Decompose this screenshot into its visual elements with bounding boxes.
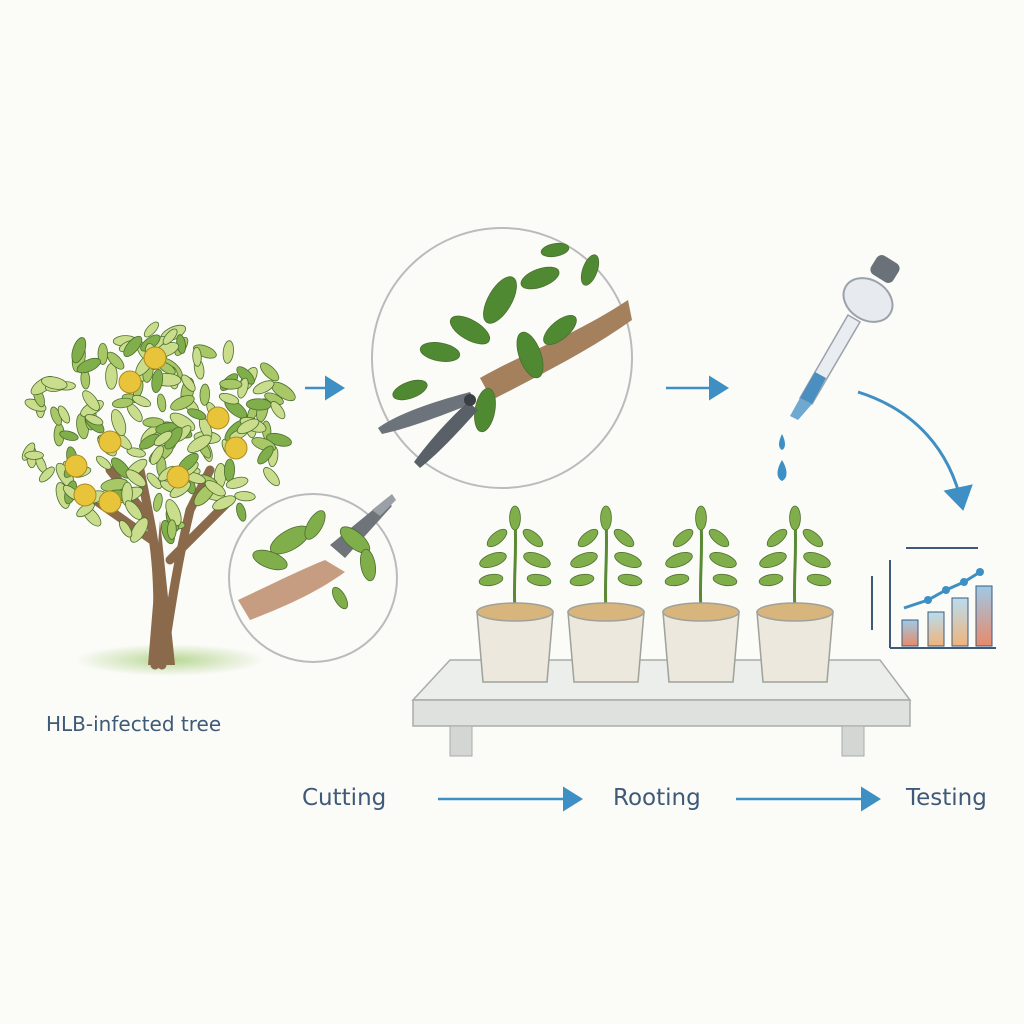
seedling-pot [756, 505, 834, 683]
step-label-testing: Testing [906, 785, 987, 811]
pruning-shears-icon [378, 392, 478, 468]
infected-tree-icon [21, 321, 296, 676]
step-label-rooting: Rooting [613, 785, 701, 811]
cutting-closeup-large [371, 227, 633, 489]
seedling-pot [662, 505, 740, 683]
knife-icon [330, 494, 396, 558]
dropper-icon [777, 255, 900, 481]
step-label-cutting: Cutting [302, 785, 387, 811]
seedling-pot [567, 505, 645, 683]
bar-chart-icon [871, 547, 996, 649]
curved-arrow-icon [857, 390, 973, 511]
seedling-pot [476, 505, 554, 683]
tree-label: HLB-infected tree [46, 712, 222, 736]
cutting-closeup-small [228, 493, 398, 663]
